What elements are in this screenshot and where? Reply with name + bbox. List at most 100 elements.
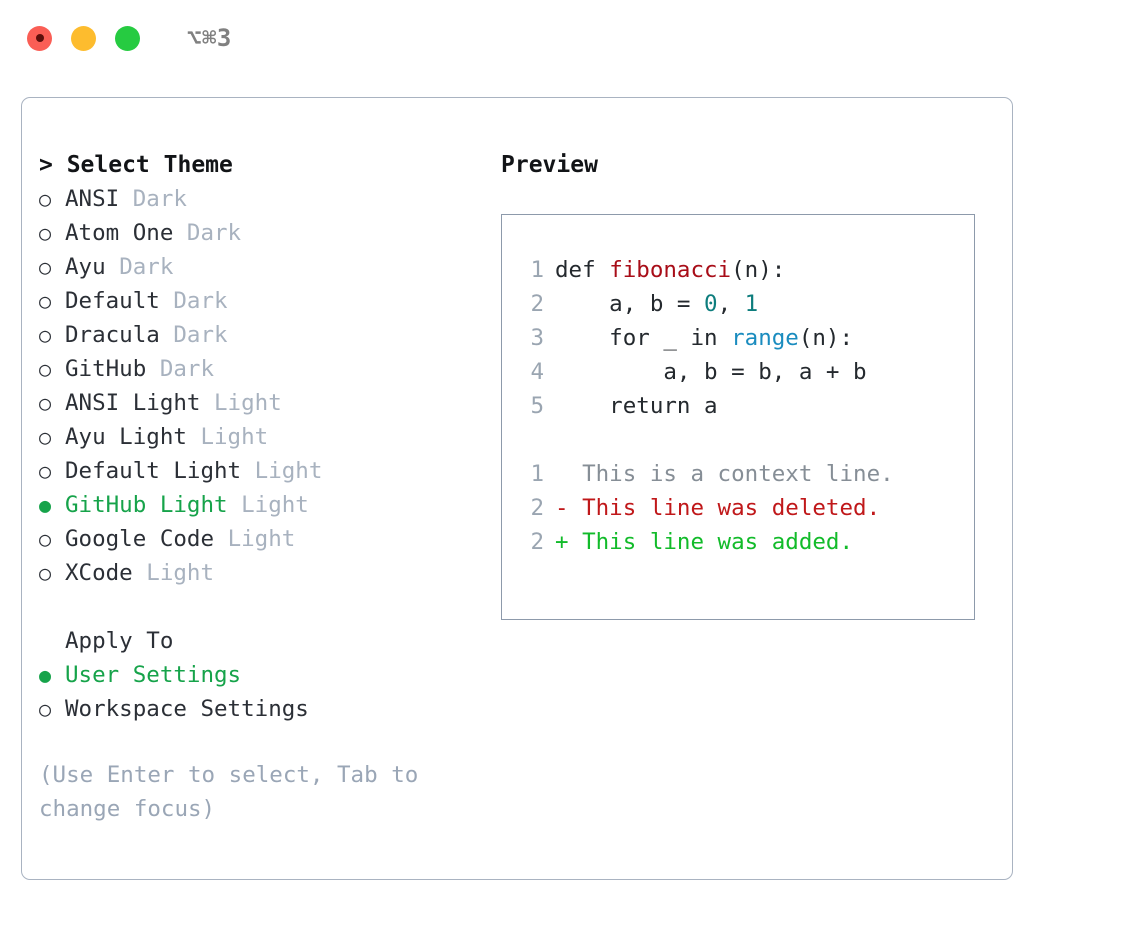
theme-variant-label: Light: [214, 390, 282, 416]
theme-option-ayu-light[interactable]: ○Ayu Light Light: [39, 420, 479, 454]
code-line-number: 5: [530, 393, 544, 419]
code-line-text: for _ in range(n):: [555, 321, 853, 355]
keyboard-shortcut-label: ⌥⌘3: [187, 24, 232, 52]
code-line: 5 return a: [516, 389, 974, 423]
code-token-num: 0: [704, 291, 718, 317]
theme-option-label: Ayu: [65, 254, 106, 280]
theme-variant-badge: [160, 318, 174, 352]
diff-sample: 1 This is a context line.2- This line wa…: [516, 457, 974, 559]
code-line-number: 3: [530, 325, 544, 351]
code-token-kw: def: [555, 257, 610, 283]
code-token-plain: a, b =: [555, 291, 705, 317]
theme-variant-label: Light: [254, 458, 323, 484]
theme-option-ansi[interactable]: ○ ANSI Dark: [39, 182, 479, 216]
apply-to-option-workspace-settings[interactable]: ○Workspace Settings: [39, 692, 479, 726]
theme-option-label: Ayu Light: [65, 424, 187, 450]
main-panel: > Select Theme ○ANSI Dark○Atom One Dark○…: [21, 97, 1013, 880]
code-line-text: a, b = 0, 1: [555, 287, 758, 321]
theme-option-label: ANSI: [65, 186, 120, 212]
theme-variant-label: Dark: [173, 322, 228, 348]
theme-variant-label: Dark: [159, 356, 215, 382]
theme-option-label: XCode: [65, 560, 133, 586]
theme-option-label: GitHub Light: [65, 492, 228, 518]
theme-variant-badge: [173, 216, 187, 250]
code-token-kw: return a: [555, 393, 718, 419]
diff-line-text: This line was deleted.: [582, 495, 881, 521]
diff-line: 1 This is a context line.: [516, 457, 974, 491]
code-line-text: def fibonacci(n):: [555, 253, 785, 287]
radio-unselected-icon: ○: [39, 697, 52, 721]
close-window-button[interactable]: [27, 25, 52, 51]
theme-variant-badge: [146, 352, 160, 386]
radio-unselected-icon: ○: [39, 357, 52, 381]
code-token-kw: for _ in: [555, 325, 732, 351]
theme-option-list[interactable]: ○ANSI Dark○Atom One Dark○Ayu Dark○Defaul…: [39, 182, 479, 590]
code-line-text: a, b = b, a + b: [555, 355, 866, 389]
theme-variant-badge: [119, 182, 133, 216]
theme-variant-badge: [214, 522, 228, 556]
code-line-number: 2: [530, 291, 544, 317]
apply-to-option-list[interactable]: ●User Settings○Workspace Settings: [39, 658, 479, 726]
theme-variant-label: Light: [200, 424, 269, 450]
diff-line-number: 1: [530, 461, 544, 487]
theme-option-google-code[interactable]: ○ Google Code Light: [39, 522, 479, 556]
radio-unselected-icon: ○: [39, 187, 52, 211]
theme-variant-label: Light: [227, 526, 296, 552]
radio-unselected-icon: ○: [39, 459, 52, 483]
diff-marker: [555, 457, 582, 491]
diff-marker: +: [555, 529, 583, 555]
theme-option-ayu[interactable]: ○Ayu Dark: [39, 250, 479, 284]
radio-unselected-icon: ○: [39, 221, 52, 245]
keyboard-hint-text: (Use Enter to select, Tab to change focu…: [39, 762, 419, 822]
code-line: 2 a, b = 0, 1: [516, 287, 974, 321]
theme-option-label: ANSI Light: [65, 390, 201, 416]
theme-variant-badge: [200, 386, 214, 420]
theme-option-github-light[interactable]: ● GitHub Light Light: [39, 488, 479, 522]
radio-unselected-icon: ○: [39, 391, 52, 415]
radio-unselected-icon: ○: [39, 561, 52, 585]
theme-option-github[interactable]: ○ GitHub Dark: [39, 352, 479, 386]
diff-line: 2- This line was deleted.: [516, 491, 974, 525]
theme-variant-badge: [187, 420, 201, 454]
theme-option-ansi-light[interactable]: ○ ANSI Light Light: [39, 386, 479, 420]
theme-option-atom-one[interactable]: ○ Atom One Dark: [39, 216, 479, 250]
theme-option-default-light[interactable]: ○Default Light Light: [39, 454, 479, 488]
diff-marker: -: [555, 495, 583, 521]
apply-to-option-label: User Settings: [65, 662, 242, 688]
maximize-window-button[interactable]: [115, 25, 140, 51]
section-spacer: [39, 590, 479, 624]
theme-variant-label: Dark: [173, 288, 228, 314]
apply-to-option-user-settings[interactable]: ●User Settings: [39, 658, 479, 692]
theme-option-label: GitHub: [65, 356, 147, 382]
theme-option-label: Google Code: [65, 526, 215, 552]
code-token-call: range: [731, 325, 799, 351]
code-token-plain: ,: [717, 291, 745, 317]
radio-selected-icon: ●: [39, 493, 52, 517]
theme-variant-label: Dark: [186, 220, 242, 246]
theme-option-xcode[interactable]: ○ XCode Light: [39, 556, 479, 590]
apply-to-heading: Apply To: [65, 628, 174, 654]
code-token-plain: (n):: [798, 325, 854, 351]
theme-variant-badge: [241, 454, 255, 488]
diff-line-text: This is a context line.: [582, 461, 894, 487]
code-line: 3 for _ in range(n):: [516, 321, 974, 355]
code-token-plain: (n):: [731, 257, 786, 283]
theme-variant-label: Light: [241, 492, 309, 518]
radio-unselected-icon: ○: [39, 527, 52, 551]
theme-variant-badge: [160, 284, 174, 318]
diff-line-number: 2: [530, 529, 544, 555]
theme-option-default[interactable]: ○Default Dark: [39, 284, 479, 318]
theme-variant-label: Dark: [132, 186, 187, 212]
preview-gap: [516, 423, 974, 457]
minimize-window-button[interactable]: [71, 25, 96, 51]
theme-variant-badge: [133, 556, 147, 590]
theme-variant-badge: [106, 250, 120, 284]
theme-option-dracula[interactable]: ○Dracula Dark: [39, 318, 479, 352]
title-bar: ⌥⌘3: [0, 0, 1140, 76]
theme-variant-label: Light: [146, 560, 215, 586]
theme-option-label: Atom One: [65, 220, 174, 246]
